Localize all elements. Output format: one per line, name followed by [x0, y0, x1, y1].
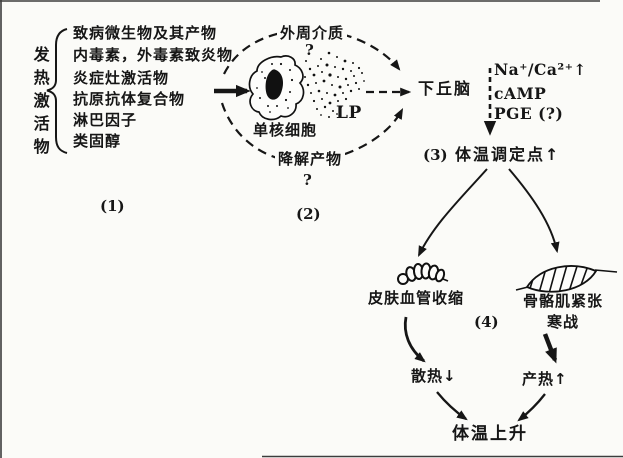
stage-4-label: (4): [474, 313, 499, 331]
mediator-pge: PGE (?): [494, 104, 564, 123]
stage-3-label: (3): [423, 146, 448, 164]
vessel-icon: [397, 262, 449, 285]
shiver-to-heatgain-arrow: [542, 333, 558, 364]
activator-item: 抗原抗体复合物: [73, 90, 186, 108]
activator-brace: [46, 28, 68, 154]
degradation-product-question: ?: [301, 171, 314, 189]
heatloss-to-outcome-arrow: [436, 391, 468, 421]
monocyte-cell: [248, 55, 305, 121]
activator-item: 类固醇: [73, 132, 122, 150]
activator-item: 淋巴因子: [73, 111, 138, 129]
shivering-label: 寒战: [546, 313, 579, 331]
cell-nucleus: [265, 69, 284, 100]
stage-2-label: (2): [296, 205, 321, 223]
heatgain-to-outcome-arrow: [517, 393, 546, 422]
mediator-camp: cAMP: [494, 84, 547, 103]
monocyte-label: 单核细胞: [253, 121, 318, 139]
setpoint-left-arrow: [418, 168, 488, 257]
hypothalamus-label: 下丘脑: [418, 79, 473, 98]
vessel-to-heatloss-arrow: [403, 316, 426, 363]
activator-group-label: 发热激活物: [30, 46, 50, 161]
activator-item: 内毒素，外毒素致炎物: [73, 46, 234, 64]
vasoconstriction-label: 皮肤血管收缩: [368, 289, 465, 307]
heat-production-label: 产热↑: [522, 370, 568, 388]
degradation-product-label: 降解产物: [275, 151, 346, 168]
heat-loss-label: 散热↓: [411, 367, 457, 385]
activator-item: 炎症灶激活物: [73, 69, 170, 87]
muscle-tension-label: 骨骼肌紧张: [522, 292, 603, 310]
setpoint-right-arrow: [508, 168, 560, 254]
stage-1-label: (1): [100, 197, 125, 215]
setpoint-label: 体温调定点↑: [455, 145, 561, 164]
lp-dots: [304, 51, 365, 118]
peripheral-mediator-question: ?: [303, 41, 316, 59]
outcome-label: 体温上升: [452, 424, 528, 444]
mediator-na-ca: Na⁺/Ca²⁺↑: [494, 60, 587, 79]
activator-item: 致病微生物及其产物: [73, 24, 218, 42]
lp-label: LP: [336, 103, 362, 123]
peripheral-mediator-label: 外周介质: [277, 25, 348, 42]
